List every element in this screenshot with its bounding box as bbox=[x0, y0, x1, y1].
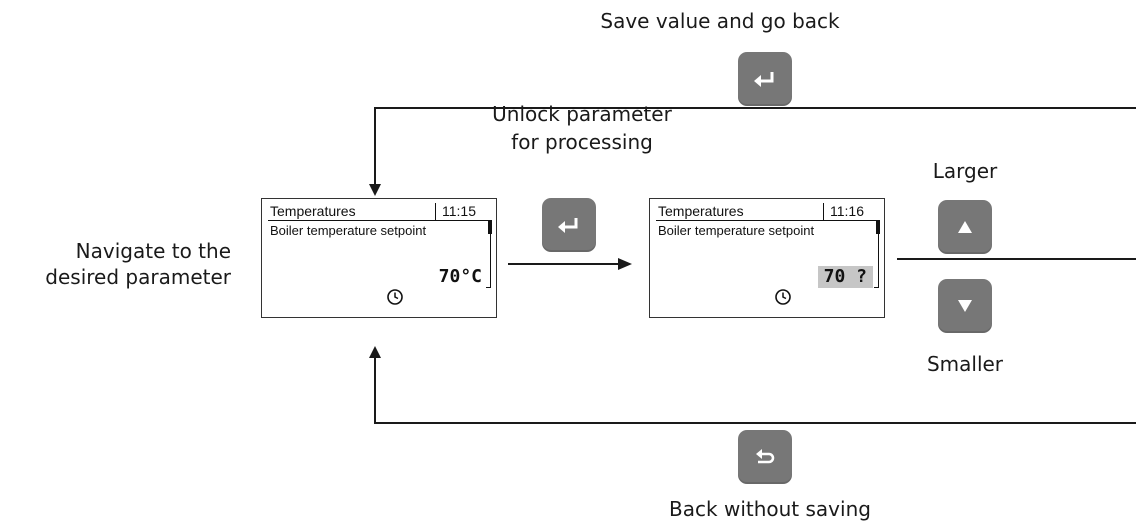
display-left-scroll-end bbox=[486, 287, 491, 288]
display-right-scrollbar bbox=[878, 220, 879, 288]
display-left-time: 11:15 bbox=[442, 203, 476, 219]
arrow-up-to-left-display bbox=[369, 346, 381, 358]
navigate-label-line1: Navigate to the bbox=[75, 239, 231, 263]
display-left: Temperatures 11:15 Boiler temperature se… bbox=[261, 198, 497, 318]
enter-icon bbox=[558, 218, 578, 233]
display-right-scroll-end bbox=[874, 287, 879, 288]
save-label: Save value and go back bbox=[600, 9, 840, 33]
enter-icon bbox=[754, 72, 774, 87]
clock-icon bbox=[387, 289, 403, 305]
display-left-scrollbar bbox=[490, 220, 491, 288]
display-right-value: 70 ? bbox=[817, 266, 873, 288]
clock-icon bbox=[775, 289, 791, 305]
unlock-enter-button[interactable] bbox=[542, 198, 596, 252]
display-left-divider bbox=[435, 203, 436, 220]
save-loop-down-line bbox=[374, 107, 376, 185]
down-triangle-icon bbox=[958, 300, 972, 312]
display-left-value: 70°C bbox=[438, 266, 482, 287]
back-icon bbox=[756, 449, 775, 464]
display-right-time: 11:16 bbox=[830, 203, 864, 219]
larger-label: Larger bbox=[932, 159, 998, 183]
unlock-label-line2: for processing bbox=[511, 130, 653, 154]
save-loop-top-line bbox=[374, 107, 1136, 109]
unlock-label-line1: Unlock parameter bbox=[492, 102, 672, 126]
smaller-label: Smaller bbox=[926, 352, 1004, 376]
display-right-rule bbox=[656, 220, 878, 221]
display-left-title: Temperatures bbox=[270, 203, 356, 219]
unlock-arrow-line bbox=[508, 263, 620, 265]
save-enter-button[interactable] bbox=[738, 52, 792, 106]
display-left-rule bbox=[268, 220, 490, 221]
display-left-parameter: Boiler temperature setpoint bbox=[270, 223, 427, 238]
arrow-to-right-display bbox=[618, 258, 632, 270]
display-right-divider bbox=[823, 203, 824, 220]
display-right: Temperatures 11:16 Boiler temperature se… bbox=[649, 198, 885, 318]
larger-smaller-divider bbox=[897, 258, 1136, 260]
display-right-title: Temperatures bbox=[658, 203, 744, 219]
back-loop-up-line bbox=[374, 356, 376, 424]
up-triangle-icon bbox=[958, 221, 972, 233]
display-left-scroll-thumb bbox=[488, 220, 492, 234]
down-button[interactable] bbox=[938, 279, 992, 333]
display-right-scroll-thumb bbox=[876, 220, 880, 234]
display-right-parameter: Boiler temperature setpoint bbox=[658, 223, 815, 238]
navigate-label-line2: desired parameter bbox=[45, 265, 231, 289]
up-button[interactable] bbox=[938, 200, 992, 254]
back-label: Back without saving bbox=[669, 497, 871, 521]
arrow-to-left-display bbox=[369, 184, 381, 196]
back-loop-bottom-line bbox=[374, 422, 1136, 424]
back-button[interactable] bbox=[738, 430, 792, 484]
